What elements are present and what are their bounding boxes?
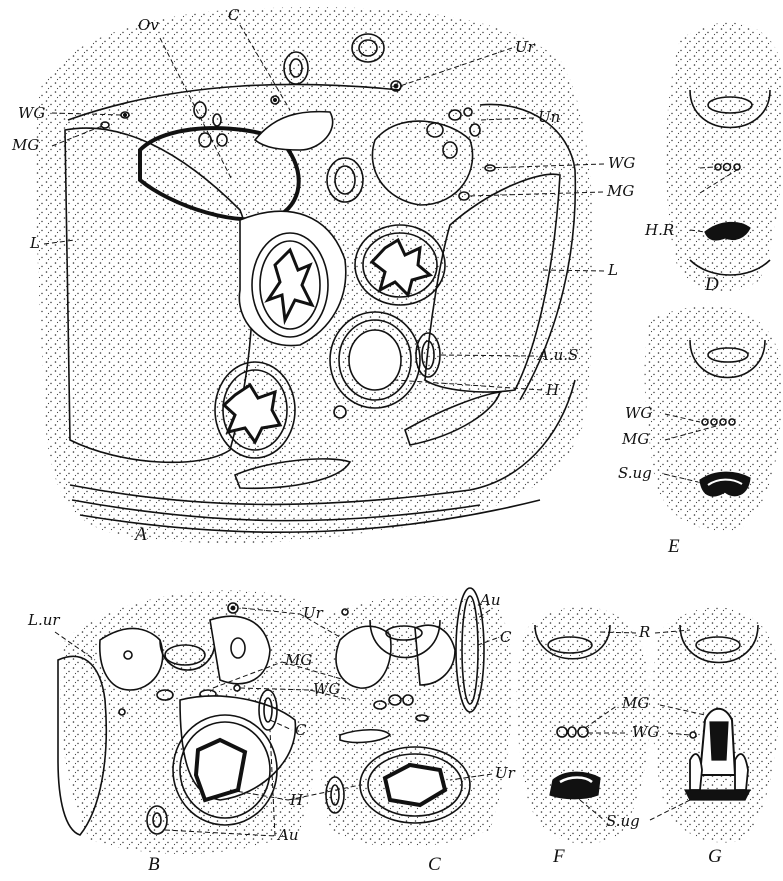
label-un: Un xyxy=(538,108,560,126)
label-ov: Ov xyxy=(138,16,159,34)
label-au-c: Au xyxy=(478,591,501,609)
label-r: R xyxy=(638,623,650,641)
panel-label-d: D xyxy=(704,274,719,295)
label-h-b: H xyxy=(289,791,304,809)
panel-label-b: B xyxy=(148,854,160,875)
panel-label-g: G xyxy=(708,846,722,867)
panel-label-c: C xyxy=(428,854,441,875)
label-sug-e: S.ug xyxy=(618,464,652,482)
label-c-b: C xyxy=(295,721,307,739)
label-c-c: C xyxy=(500,628,512,646)
label-ur: Ur xyxy=(515,38,536,56)
label-c: C xyxy=(228,6,240,24)
panel-e-drawing: WG MG S.ug E xyxy=(618,306,781,557)
panel-label-f: F xyxy=(552,846,565,867)
panel-d-drawing: H.R D xyxy=(644,23,783,295)
panel-label-e: E xyxy=(667,536,680,557)
label-wg-left: WG xyxy=(18,104,45,122)
label-aus: A.u.S xyxy=(536,346,578,364)
label-au-b: Au xyxy=(276,826,299,844)
panel-a-drawing xyxy=(36,7,595,543)
label-hr: H.R xyxy=(644,221,674,239)
panel-c-drawing xyxy=(315,588,513,847)
label-ur-b: Ur xyxy=(303,604,324,622)
label-ur-c: Ur xyxy=(495,764,516,782)
panel-label-a: A xyxy=(133,524,147,545)
label-lur: L.ur xyxy=(27,611,60,629)
label-l-left: L xyxy=(29,234,40,252)
label-wg-e: WG xyxy=(625,404,652,422)
label-sug-fg: S.ug xyxy=(606,812,640,830)
label-h: H xyxy=(545,381,560,399)
label-mg-fg: MG xyxy=(621,694,649,712)
label-mg-e: MG xyxy=(621,430,649,448)
label-l-right: L xyxy=(607,261,618,279)
label-mg-left: MG xyxy=(11,136,39,154)
panel-b-drawing xyxy=(58,590,321,854)
label-wg-fg: WG xyxy=(632,723,659,741)
